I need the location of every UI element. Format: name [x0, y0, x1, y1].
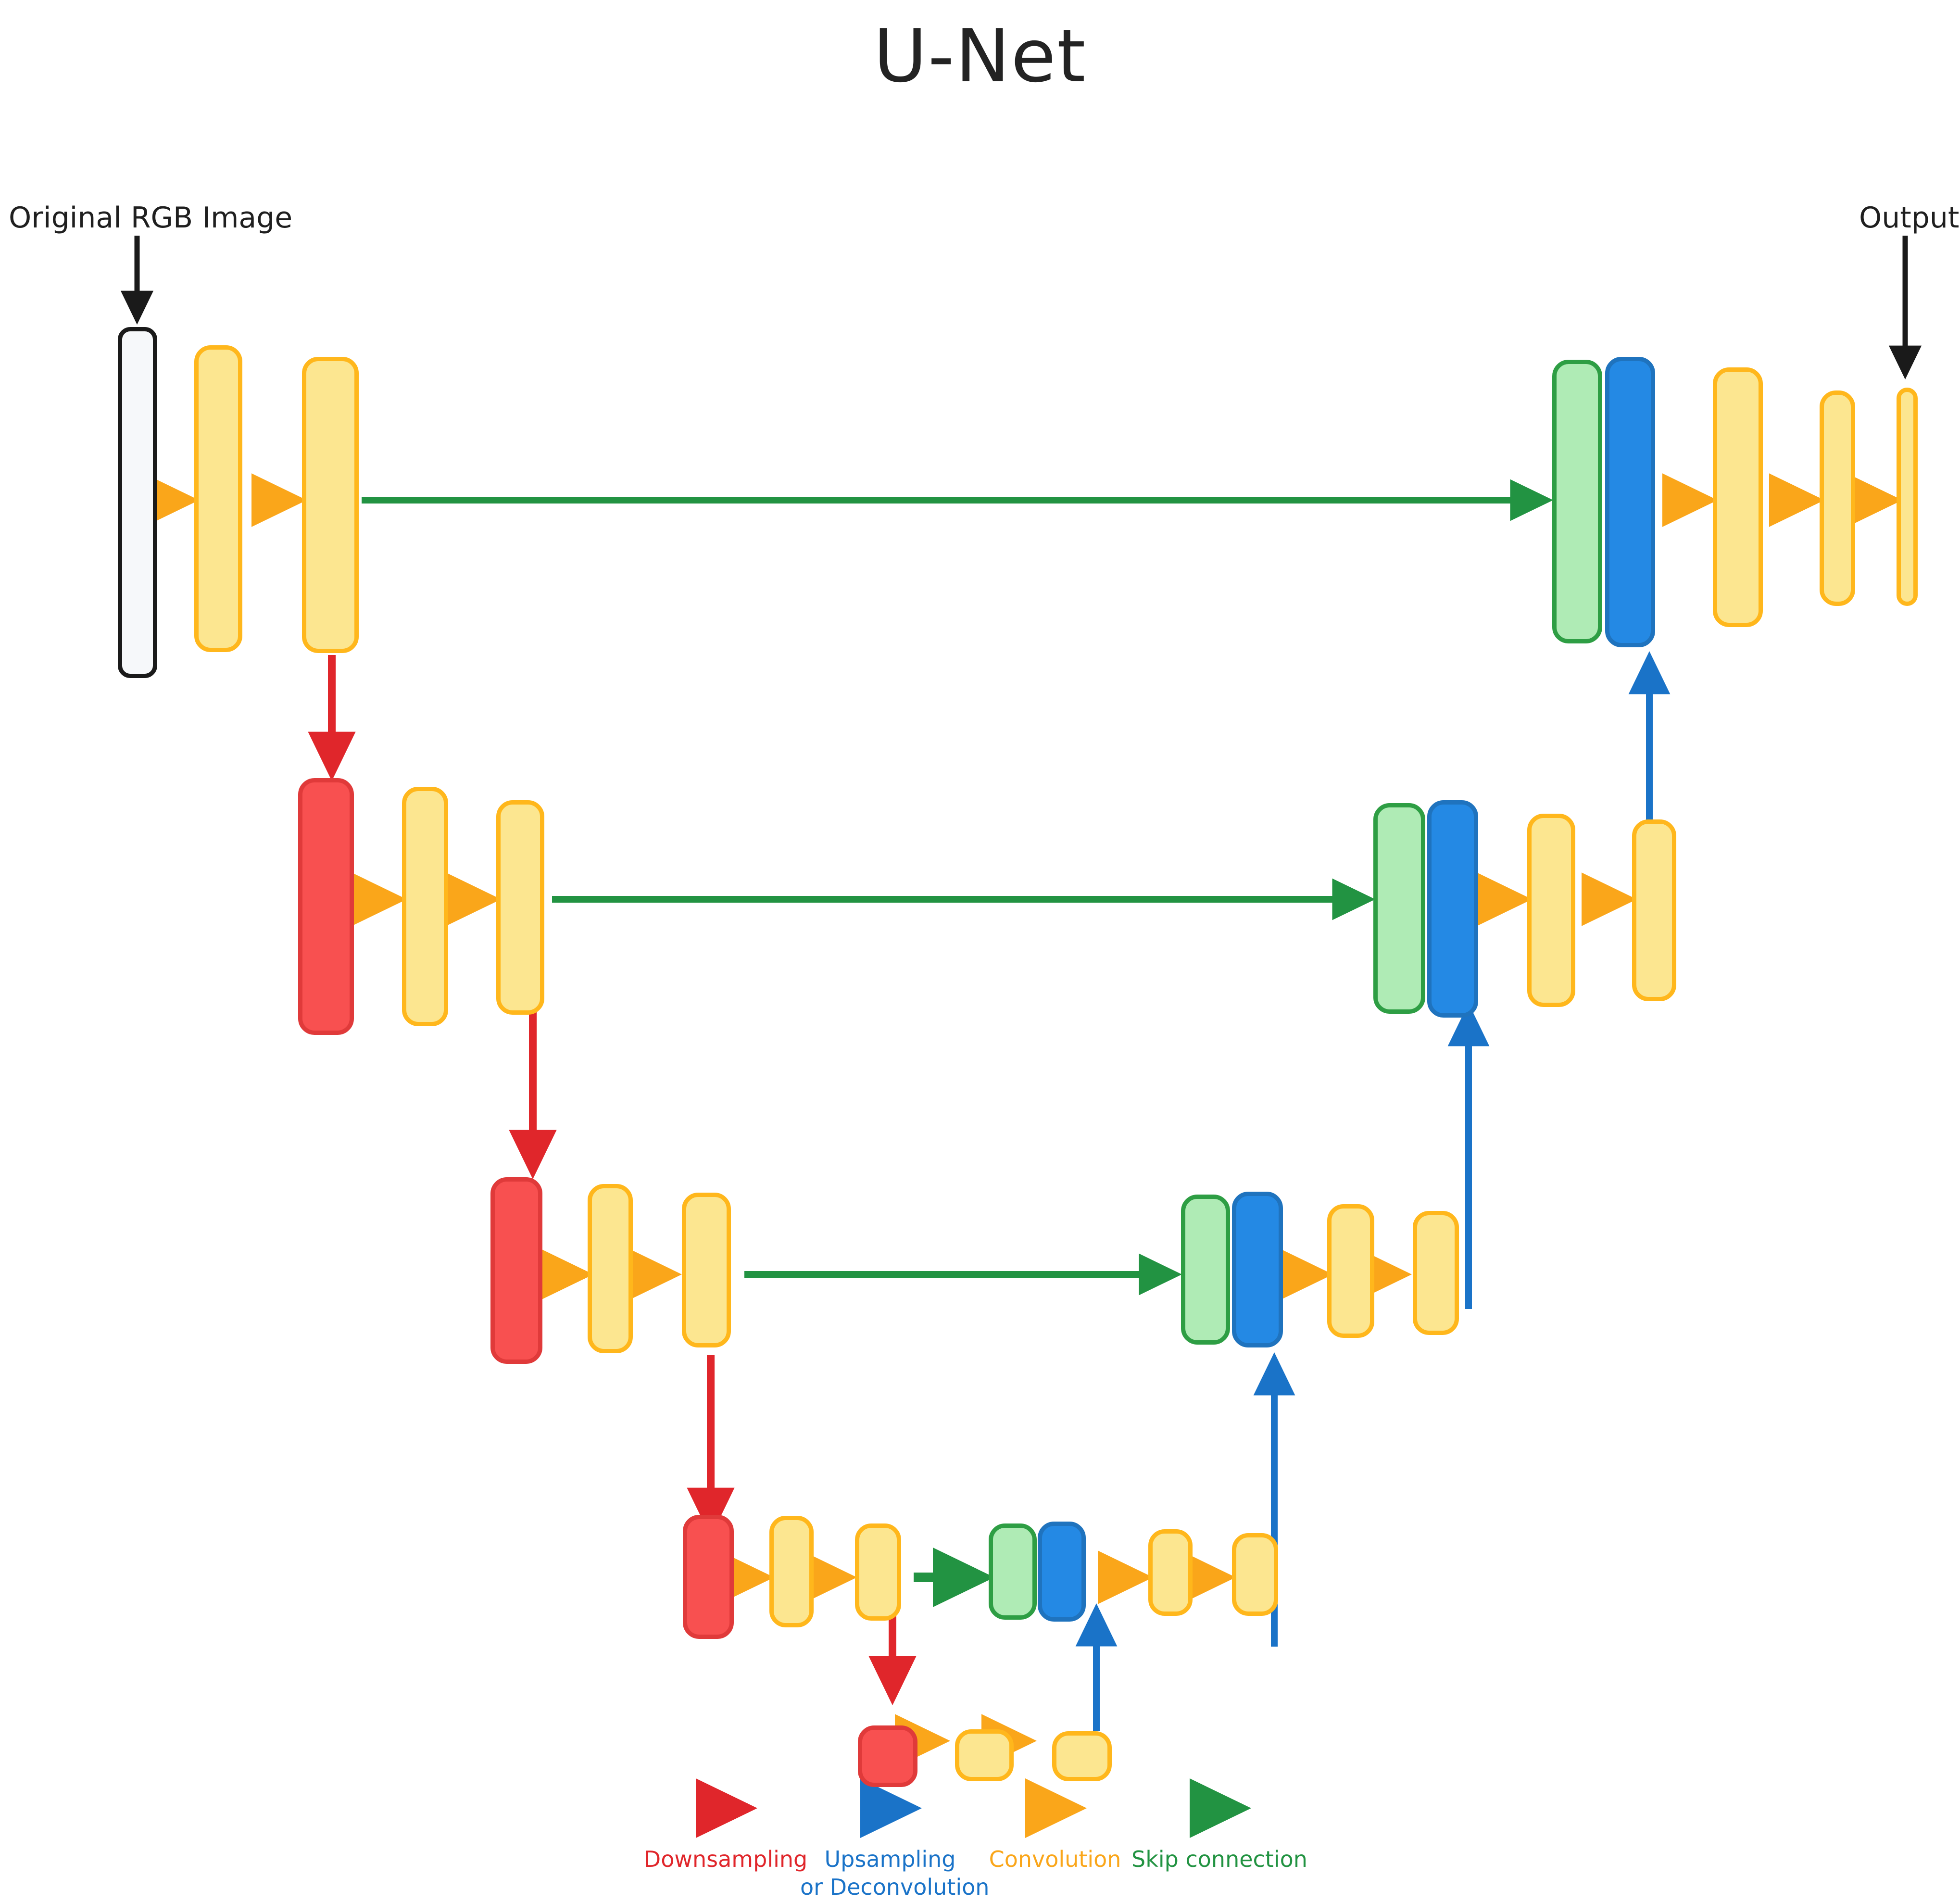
enc2-conv1-block [402, 787, 448, 1026]
enc1-conv2-block [302, 357, 359, 653]
dec4-skip-block [989, 1523, 1037, 1620]
enc3-downsample-block [490, 1177, 542, 1364]
dec1-conv3-block [1897, 388, 1918, 606]
dec1-skip-block [1552, 360, 1602, 643]
enc3-conv2-block [682, 1193, 731, 1347]
dec1-conv2-block [1820, 390, 1855, 606]
enc5-conv1-block [955, 1729, 1014, 1781]
dec3-skip-block [1181, 1195, 1230, 1345]
legend-item-downsampling: Downsampling [636, 1846, 816, 1874]
dec2-skip-block [1373, 803, 1425, 1014]
dec2-conv2-block [1632, 819, 1676, 1001]
enc2-downsample-block [298, 778, 354, 1035]
dec4-conv1-block [1148, 1529, 1193, 1616]
dec1-conv1-block [1713, 367, 1763, 627]
enc4-conv2-block [855, 1523, 901, 1621]
legend-item-upsampling: Upsampling or Deconvolution [800, 1846, 980, 1901]
enc2-conv2-block [496, 800, 544, 1015]
legend-item-convolution: Convolution [965, 1846, 1145, 1874]
legend-label-upsampling-line2: or Deconvolution [800, 1874, 980, 1901]
dec1-upsample-block [1605, 357, 1655, 647]
dec2-upsample-block [1427, 800, 1478, 1018]
legend-label-upsampling: Upsampling [800, 1846, 980, 1874]
enc3-conv1-block [588, 1184, 633, 1353]
enc4-downsample-block [683, 1515, 734, 1639]
enc4-conv1-block [769, 1516, 814, 1627]
dec3-conv1-block [1327, 1204, 1374, 1338]
dec4-conv2-block [1232, 1533, 1278, 1616]
dec2-conv1-block [1527, 814, 1575, 1007]
output-label: Output [1859, 201, 1959, 235]
legend-label-downsampling: Downsampling [636, 1846, 816, 1874]
enc5-conv2-block [1052, 1731, 1112, 1781]
dec3-upsample-block [1232, 1192, 1283, 1347]
input-image-block [118, 327, 157, 678]
enc5-downsample-block [858, 1725, 917, 1787]
dec4-upsample-block [1038, 1522, 1086, 1622]
legend-label-convolution: Convolution [965, 1846, 1145, 1874]
legend-item-skip-connection: Skip connection [1130, 1846, 1309, 1874]
dec3-conv2-block [1413, 1211, 1459, 1335]
page-title: U-Net [0, 13, 1960, 99]
input-label: Original RGB Image [9, 201, 292, 235]
io-arrows [137, 236, 1905, 374]
enc1-conv1-block [194, 345, 242, 652]
legend-label-skip-connection: Skip connection [1130, 1846, 1309, 1874]
